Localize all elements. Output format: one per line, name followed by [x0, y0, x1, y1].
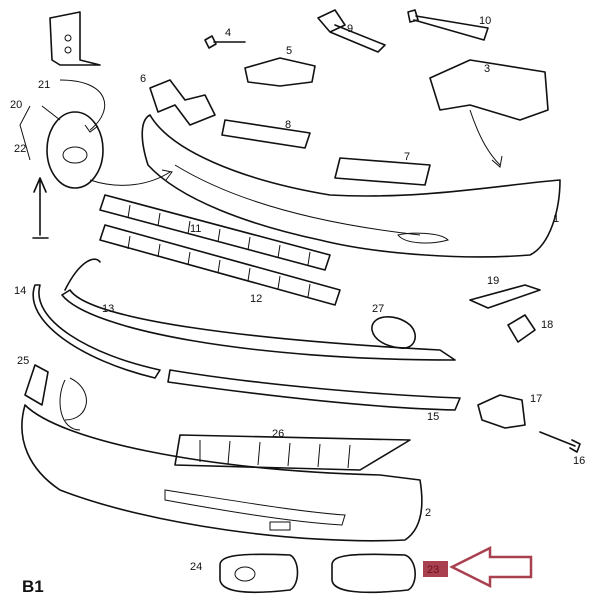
part-25-bracket — [24, 364, 49, 406]
part-2-bumper — [21, 404, 423, 542]
label-2: 2 — [425, 507, 431, 519]
part-21-bracket — [49, 11, 101, 66]
part-8-grille-strip — [221, 119, 311, 149]
part-6-bracket — [149, 79, 216, 126]
label-11: 11 — [190, 223, 201, 235]
label-9: 9 — [347, 23, 353, 35]
label-16: 16 — [573, 455, 585, 467]
part-24-cover — [219, 553, 299, 594]
part-9-bolt — [317, 9, 386, 53]
part-23-cover — [331, 553, 416, 594]
label-25: 25 — [17, 355, 29, 367]
part-1-bumper-cover — [141, 114, 561, 258]
label-18: 18 — [541, 319, 553, 331]
label-21: 21 — [38, 79, 50, 91]
part-19-clip — [469, 284, 541, 309]
label-8: 8 — [285, 119, 291, 131]
part-13-strip — [61, 258, 456, 361]
label-22: 22 — [14, 143, 26, 155]
label-14: 14 — [14, 285, 26, 297]
part-15-strip — [167, 369, 461, 411]
part-17-bracket — [477, 394, 526, 429]
label-27: 27 — [372, 303, 384, 315]
part-10-rivet — [407, 9, 489, 41]
part-16-screw — [539, 431, 581, 453]
label-6: 6 — [140, 73, 146, 85]
part-labels: 1 2 3 4 5 6 7 8 9 10 11 12 13 14 15 16 1… — [10, 15, 585, 573]
label-20: 20 — [10, 99, 22, 111]
label-12: 12 — [250, 293, 262, 305]
part-12-grille — [99, 224, 341, 306]
highlight-arrow-icon — [449, 545, 533, 589]
part-4-screw — [204, 35, 246, 49]
label-19: 19 — [487, 275, 499, 287]
label-4: 4 — [225, 27, 231, 39]
label-13: 13 — [102, 303, 114, 315]
label-15: 15 — [427, 411, 439, 423]
part-27-grommet — [371, 316, 416, 349]
label-24: 24 — [190, 561, 202, 573]
label-1: 1 — [553, 213, 559, 225]
part-14-strip — [32, 284, 161, 379]
part-18-nut — [507, 314, 536, 343]
part-3-bracket — [429, 59, 549, 121]
label-3: 3 — [484, 63, 490, 75]
highlight-box-23 — [423, 561, 448, 577]
part-5-clip — [244, 57, 316, 87]
part-11-grille — [99, 194, 331, 271]
label-23: 23 — [427, 564, 439, 576]
part-7-grille-strip — [334, 157, 431, 186]
page-label: B1 — [22, 577, 44, 596]
label-7: 7 — [404, 151, 410, 163]
label-10: 10 — [479, 15, 491, 27]
label-26: 26 — [272, 428, 284, 440]
label-5: 5 — [286, 45, 292, 57]
part-26-grille — [174, 434, 411, 471]
part-20-cover — [46, 111, 104, 189]
label-17: 17 — [530, 393, 542, 405]
